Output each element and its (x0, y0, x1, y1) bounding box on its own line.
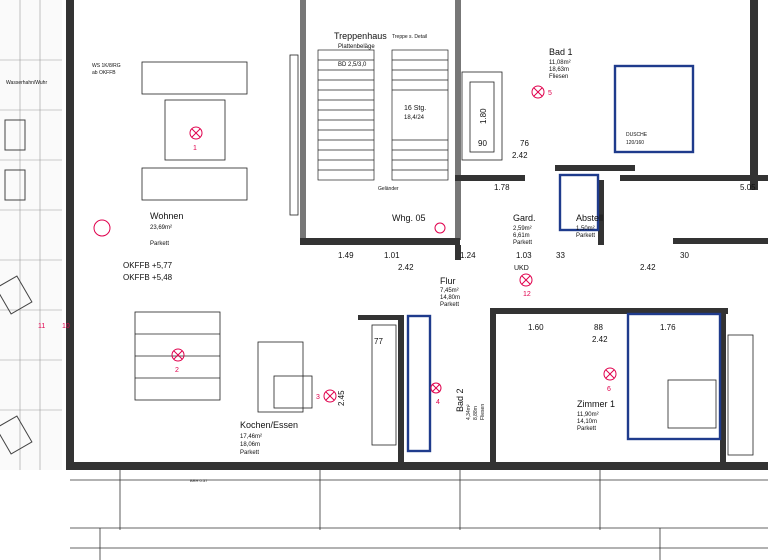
room-area-flur: 7,45m² (440, 288, 459, 294)
room-floor-flur: Parkett (440, 302, 459, 308)
dimension-texts: 1.49 1.01 2.42 1.24 1.03 33 76 2.42 1.78… (337, 108, 756, 406)
shower-fixtures (406, 64, 722, 453)
room-area-kochen: 17,46m² (240, 434, 262, 440)
dim-2-42-d: 2.42 (640, 263, 656, 272)
room-perimeter-flur: 14,80m (440, 295, 460, 301)
marker-5: 5 (548, 90, 552, 97)
stairs-ratio: 18,4/24 (404, 115, 425, 121)
room-area-abstell: 1,50m² (576, 226, 595, 232)
marker-2: 2 (175, 367, 179, 374)
stairs-count: 16 Stg. (404, 105, 426, 112)
wasserhahn-label: Wasserhahn/Wuhr (6, 80, 47, 86)
brh-label: BRH 0.37 (190, 478, 208, 483)
dim-1-24: 1.24 (460, 251, 476, 260)
dim-2-42-a: 2.42 (398, 263, 414, 272)
room-area-gard: 2,59m² (513, 226, 532, 232)
dim-2-42-c: 2.42 (592, 335, 608, 344)
room-perimeter-zimmer1: 14,10m (577, 419, 597, 425)
room-perimeter-gard: 6,61m (513, 233, 530, 239)
room-name-flur: Flur (440, 276, 456, 286)
room-name-gard: Gard. (513, 213, 536, 223)
room-perimeter-bad2: 8,88m (473, 406, 479, 420)
interior-walls (300, 165, 768, 468)
dusche-label: DUSCHE (626, 132, 648, 138)
ukd-label: UKD (514, 265, 529, 272)
room-floor-bad2: Fliesen (480, 404, 486, 420)
okffb-lower: OKFFB +5,48 (123, 273, 173, 282)
bd-label: BD 2,5/3,0 (338, 62, 367, 68)
room-perimeter-bad1: 18,63m (549, 67, 569, 73)
treppe-detail: Treppe s. Detail (392, 34, 427, 40)
marker-3: 3 (316, 394, 320, 401)
room-floor-kochen: Parkett (240, 450, 259, 456)
dim-33: 33 (556, 251, 565, 260)
dim-5-05: 5.05 (740, 183, 756, 192)
room-floor-bad1: Fliesen (549, 74, 568, 80)
outer-walls (66, 0, 768, 470)
room-area-bad2: 4,34m² (466, 404, 472, 420)
staircase (317, 49, 449, 181)
room-floor-abstell: Parkett (576, 233, 595, 239)
dim-1-78: 1.78 (494, 183, 510, 192)
room-floor-zimmer1: Parkett (577, 426, 596, 432)
ab-okffb-label: ab OKFFB (92, 70, 116, 76)
room-name-bad1: Bad 1 (549, 47, 573, 57)
room-sub-treppenhaus: Plattenbeläge (338, 44, 375, 50)
dusche-size: 120/160 (626, 140, 644, 146)
ws-label: WS 1K/8/RG (92, 63, 121, 69)
marker-12: 12 (523, 291, 531, 298)
dim-90: 90 (478, 139, 487, 148)
room-name-wohnen: Wohnen (150, 211, 183, 221)
gelaender-label: Geländer (378, 186, 399, 192)
dim-88: 88 (594, 323, 603, 332)
room-floor-gard: Parkett (513, 240, 532, 246)
dim-1-76: 1.76 (660, 323, 676, 332)
room-area-wohnen: 23,69m² (150, 225, 172, 231)
dim-2-42-b: 2.42 (512, 151, 528, 160)
facade-strip (70, 470, 768, 560)
dim-1-01: 1.01 (384, 251, 400, 260)
marker-6: 6 (607, 386, 611, 393)
annotations: Whg. 05 16 Stg. 18,4/24 BD 2,5/3,0 DUSCH… (6, 34, 648, 483)
room-labels: Wohnen 23,69m² Parkett Kochen/Essen 17,4… (150, 31, 615, 456)
room-name-abstell: Abstell (576, 213, 603, 223)
marker-11: 11 (38, 323, 45, 330)
room-area-zimmer1: 11,90m² (577, 412, 599, 418)
dim-77: 77 (374, 337, 383, 346)
room-name-bad2: Bad 2 (455, 388, 465, 412)
terrace-area (0, 0, 62, 470)
room-perimeter-kochen: 18,06m (240, 442, 260, 448)
dim-1-60: 1.60 (528, 323, 544, 332)
dim-1-03: 1.03 (516, 251, 532, 260)
furniture (134, 54, 754, 456)
lighting-markers: 1 2 3 4 5 6 10 11 12 (38, 85, 617, 406)
unit-label: Whg. 05 (392, 213, 426, 223)
marker-4: 4 (436, 399, 440, 406)
dim-76: 76 (520, 139, 529, 148)
marker-1: 1 (193, 145, 197, 152)
room-name-kochen: Kochen/Essen (240, 420, 298, 430)
marker-10: 10 (62, 323, 70, 330)
room-area-bad1: 11,08m² (549, 60, 571, 66)
dim-2-45: 2.45 (337, 390, 346, 406)
room-name-zimmer1: Zimmer 1 (577, 399, 615, 409)
room-floor-wohnen: Parkett (150, 241, 169, 247)
dim-1-49: 1.49 (338, 251, 354, 260)
room-name-treppenhaus: Treppenhaus (334, 31, 387, 41)
dim-1-80: 1.80 (479, 108, 488, 124)
okffb-upper: OKFFB +5,77 (123, 261, 173, 270)
dim-30: 30 (680, 251, 689, 260)
